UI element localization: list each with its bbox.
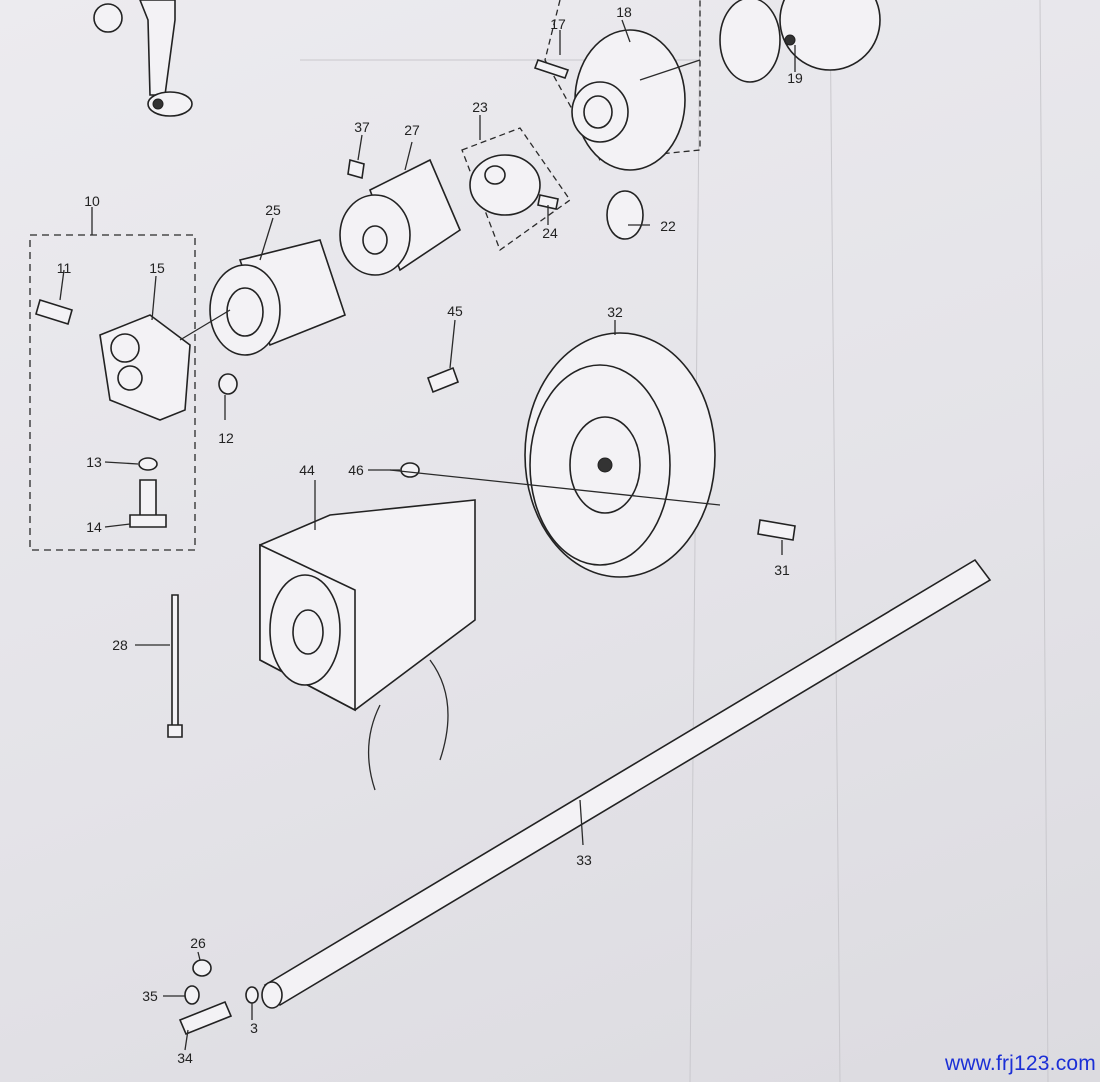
- callout-31: 31: [774, 562, 790, 578]
- collar-23: [469, 154, 541, 216]
- screw-17: [533, 58, 570, 80]
- callout-15: 15: [149, 260, 165, 276]
- callout-26: 26: [190, 935, 206, 951]
- callout-13: 13: [86, 454, 102, 470]
- eccentric-15: [99, 314, 191, 421]
- callout-24: 24: [542, 225, 558, 241]
- leader-lines: [59, 19, 796, 1051]
- callout-11: 11: [56, 260, 72, 276]
- part-3: [245, 986, 259, 1004]
- flange-19: [719, 0, 881, 83]
- watermark-url: www.frj123.com: [944, 1052, 1096, 1075]
- callout-28: 28: [112, 637, 128, 653]
- callout-3: 3: [250, 1020, 258, 1036]
- callout-37: 37: [354, 119, 370, 135]
- cable-tie-28: [167, 594, 183, 738]
- callout-22: 22: [660, 218, 676, 234]
- bushing-27: [339, 158, 461, 276]
- callout-10: 10: [84, 193, 100, 209]
- screw-11: [35, 298, 73, 326]
- callout-45: 45: [447, 303, 463, 319]
- screw-14: [129, 479, 167, 528]
- part-26: [192, 959, 212, 977]
- callout-14: 14: [86, 519, 102, 535]
- callout-46: 46: [348, 462, 364, 478]
- crank-arm: [93, 0, 193, 117]
- screw-45: [426, 366, 460, 394]
- handwheel-32: [524, 332, 716, 578]
- ring-35: [184, 985, 200, 1005]
- callout-23: 23: [472, 99, 488, 115]
- callout-27: 27: [404, 122, 420, 138]
- callout-35: 35: [142, 988, 158, 1004]
- pin-31: [757, 519, 796, 541]
- callout-25: 25: [265, 202, 281, 218]
- screw-24: [537, 194, 559, 210]
- callout-34: 34: [177, 1050, 193, 1066]
- pulley-18: [571, 29, 686, 171]
- motor-44: [259, 499, 476, 791]
- bushing-25: [209, 239, 346, 356]
- callout-19: 19: [787, 70, 803, 86]
- callout-33: 33: [576, 852, 592, 868]
- retaining-ring-22: [606, 190, 644, 240]
- washer-46: [400, 462, 420, 478]
- screw-34: [178, 1000, 233, 1036]
- pin-12: [218, 373, 238, 395]
- callout-17: 17: [550, 16, 566, 32]
- callout-18: 18: [616, 4, 632, 20]
- washer-13: [138, 457, 158, 471]
- callout-12: 12: [218, 430, 234, 446]
- callout-44: 44: [299, 462, 315, 478]
- screw-37: [347, 158, 365, 180]
- callout-32: 32: [607, 304, 623, 320]
